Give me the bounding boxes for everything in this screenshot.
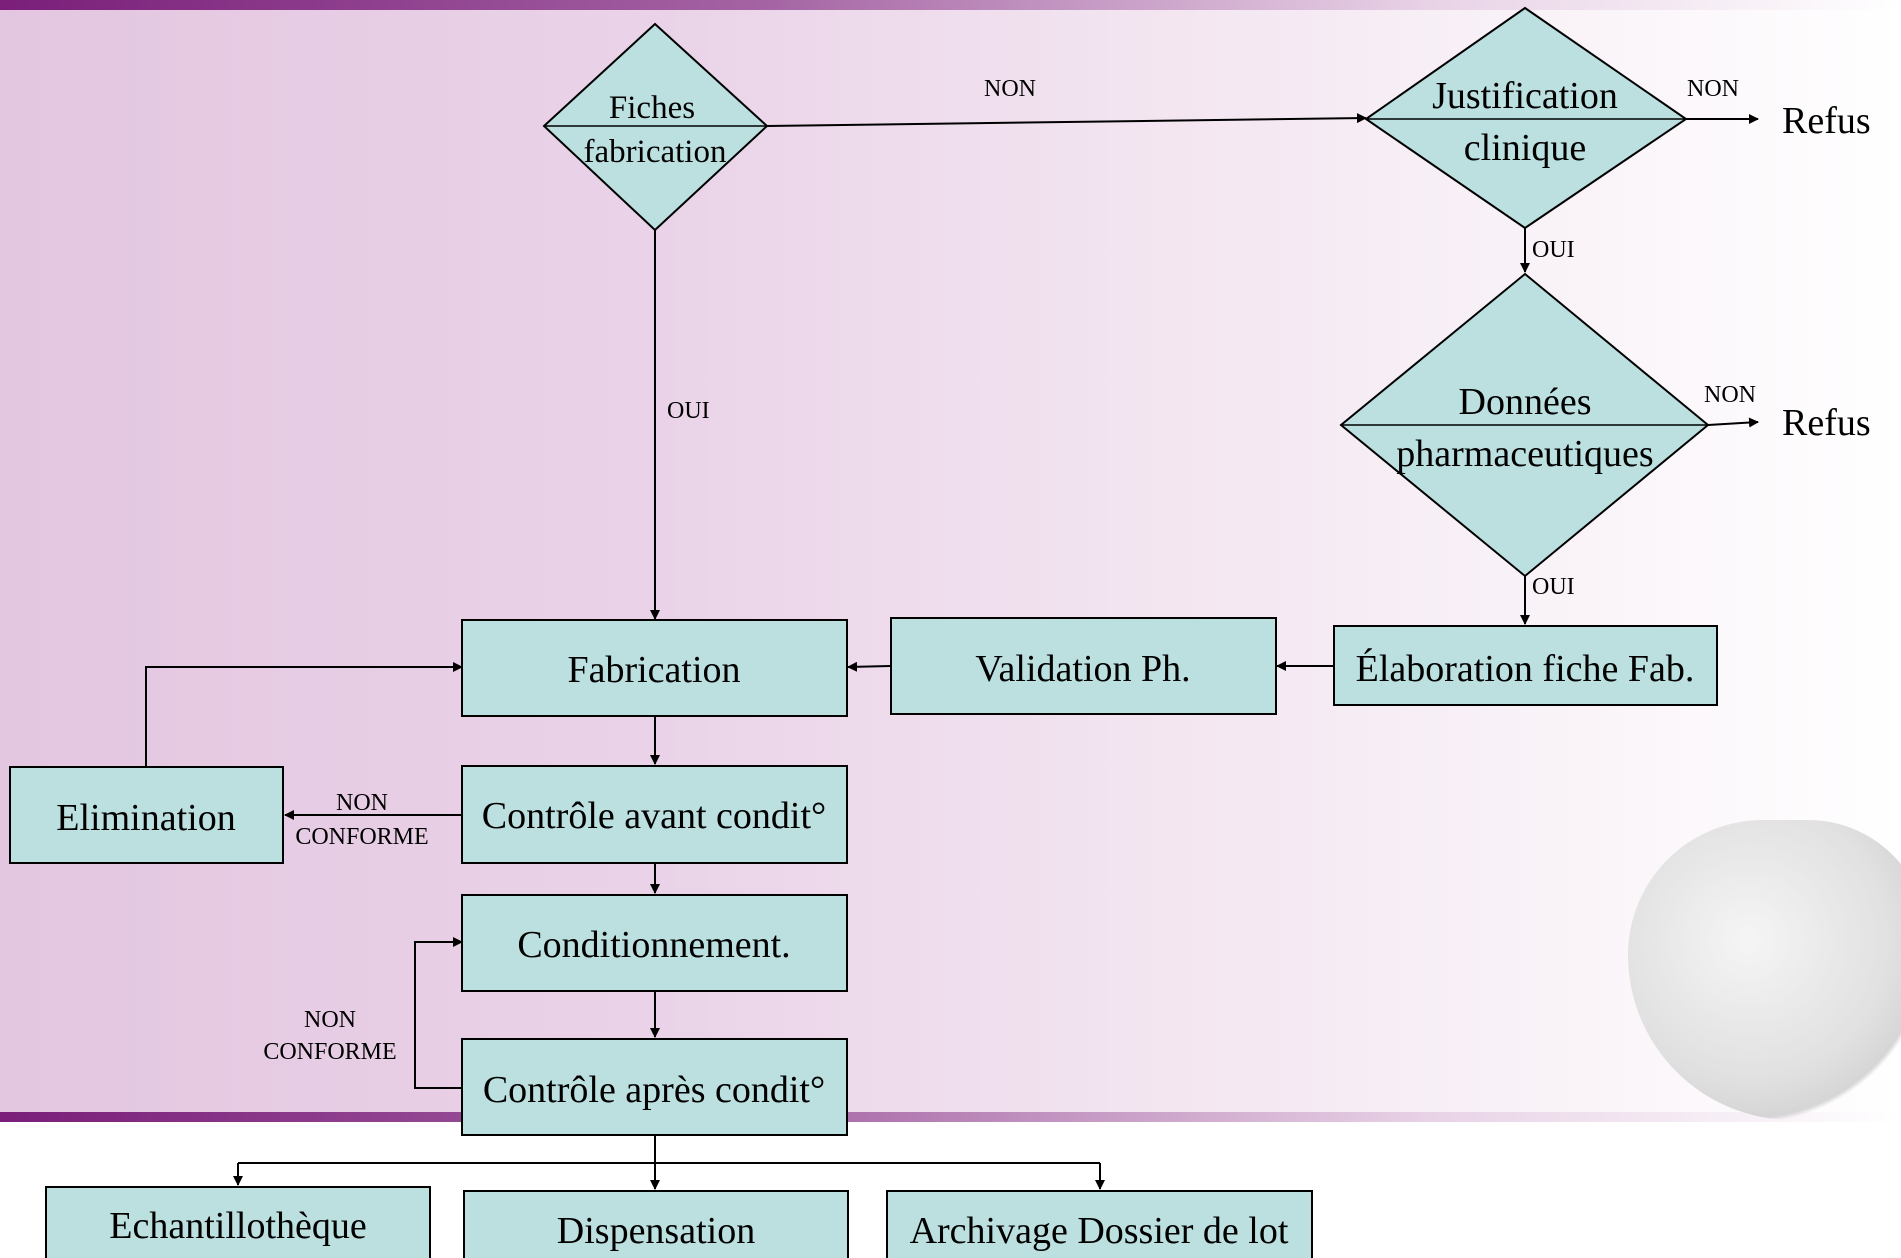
label-non-conforme-2-line2: CONFORME <box>263 1039 396 1065</box>
box-controle-apres-label: Contrôle après condit° <box>483 1069 825 1111</box>
bottom-accent-band <box>0 1112 1901 1122</box>
box-archivage-label: Archivage Dossier de lot <box>910 1210 1289 1252</box>
box-dispensation-label: Dispensation <box>557 1210 755 1252</box>
label-non-donnees: NON <box>1704 382 1756 408</box>
label-oui-donnees: OUI <box>1532 574 1575 600</box>
decision-fiches-line2: fabrication <box>584 134 727 170</box>
label-non-conforme-1-line2: CONFORME <box>295 824 428 850</box>
box-dispensation: Dispensation <box>463 1190 849 1258</box>
box-elimination-label: Elimination <box>56 797 235 839</box>
label-non-fiches: NON <box>984 76 1036 102</box>
box-controle-apres: Contrôle après condit° <box>461 1038 848 1136</box>
decision-justification-line2: clinique <box>1464 127 1586 169</box>
decision-fiches-line1: Fiches <box>609 90 695 126</box>
edge-donnees-refus <box>1707 417 1759 428</box>
decision-donnees-line1: Données <box>1459 381 1592 423</box>
box-conditionnement: Conditionnement. <box>461 894 848 992</box>
edge-elimination-fabrication <box>145 662 463 766</box>
box-validation-label: Validation Ph. <box>975 648 1190 690</box>
decision-fiches-fabrication: Fiches fabrication <box>542 22 769 232</box>
edge-fiches-justification <box>766 113 1367 127</box>
label-oui-justification: OUI <box>1532 237 1575 263</box>
box-controle-avant-label: Contrôle avant condit° <box>482 795 826 837</box>
box-fabrication: Fabrication <box>461 619 848 717</box>
decision-justification-clinique: Justification clinique <box>1364 6 1688 230</box>
edge-validation-fabrication <box>847 661 892 672</box>
box-fabrication-label: Fabrication <box>567 649 740 691</box>
box-elimination: Elimination <box>9 766 284 864</box>
edge-controle-apres-conditionnement <box>414 937 463 1089</box>
box-echantillotheque-label: Echantillothèque <box>109 1205 366 1247</box>
decision-justification-line1: Justification <box>1432 75 1618 117</box>
box-echantillotheque: Echantillothèque <box>45 1186 431 1258</box>
outcome-refus-2: Refus <box>1782 402 1871 444</box>
box-validation: Validation Ph. <box>890 617 1277 715</box>
label-non-conforme-2-line1: NON <box>304 1007 356 1033</box>
label-non-justification: NON <box>1687 76 1739 102</box>
box-conditionnement-label: Conditionnement. <box>517 924 790 966</box>
outcome-refus-1: Refus <box>1782 100 1871 142</box>
top-accent-band <box>0 0 1901 10</box>
label-non-conforme-1-line1: NON <box>336 790 388 816</box>
decision-donnees-line2: pharmaceutiques <box>1396 433 1653 475</box>
label-oui-fiches: OUI <box>667 398 710 424</box>
box-elaboration-label: Élaboration fiche Fab. <box>1356 648 1695 690</box>
decision-donnees-pharmaceutiques: Données pharmaceutiques <box>1339 272 1710 578</box>
box-controle-avant: Contrôle avant condit° <box>461 765 848 864</box>
box-archivage: Archivage Dossier de lot <box>886 1190 1313 1258</box>
box-elaboration: Élaboration fiche Fab. <box>1333 625 1718 706</box>
